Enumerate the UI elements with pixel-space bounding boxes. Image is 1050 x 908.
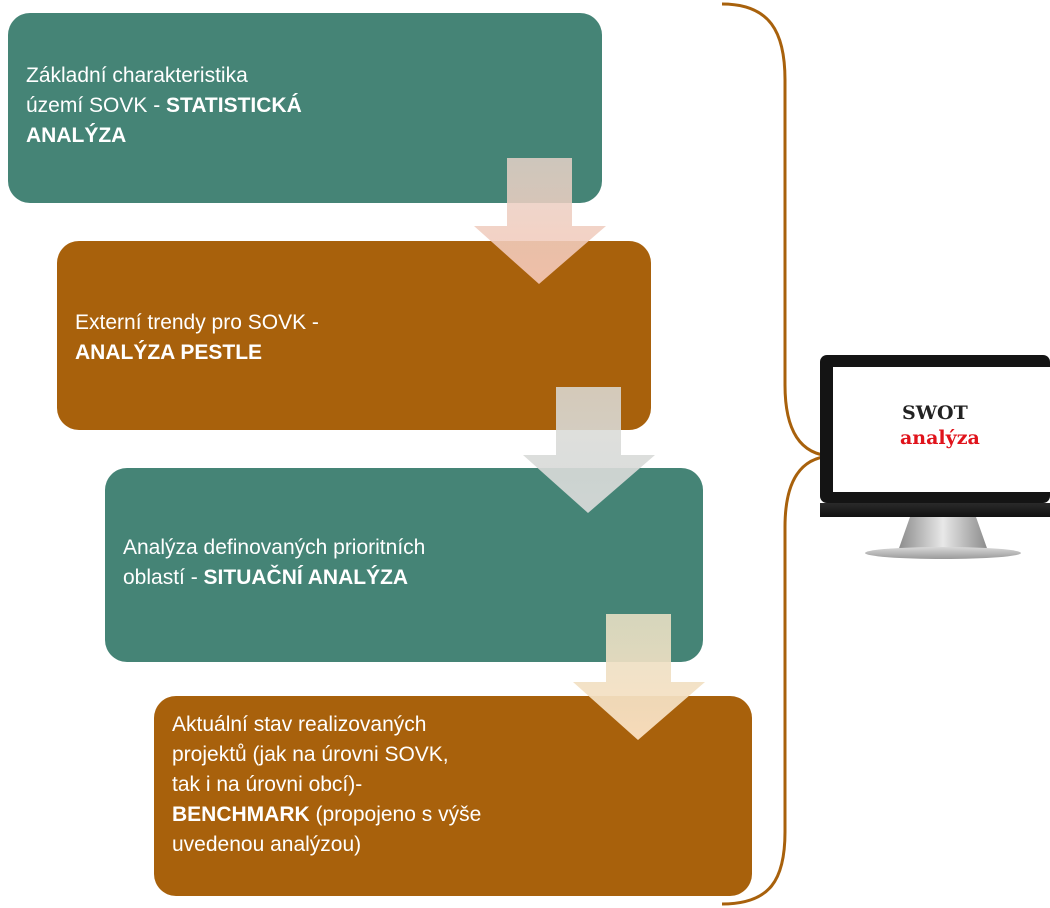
monitor-illustration: SWOT analýza (818, 355, 1050, 565)
step-4-line-3: tak i na úrovni obcí)- (172, 773, 363, 796)
step-4-bold: BENCHMARK (172, 803, 310, 826)
step-box-statistical-analysis: Základní charakteristika území SOVK - ST… (8, 13, 602, 203)
monitor-title: SWOT (902, 402, 968, 424)
monitor-subtitle: analýza (900, 427, 980, 449)
step-3-line-1: Analýza definovaných prioritních (123, 536, 426, 559)
down-arrow-3 (573, 614, 705, 740)
monitor-icon (820, 355, 1050, 559)
step-box-situation-analysis: Analýza definovaných prioritních oblastí… (105, 468, 703, 662)
down-arrow-1 (474, 158, 606, 284)
step-1-line-2: území SOVK - (26, 94, 167, 117)
step-4-line-2: projektů (jak na úrovni SOVK, (172, 743, 449, 766)
step-1-line-1: Základní charakteristika (26, 64, 248, 87)
step-4-line-1: Aktuální stav realizovaných (172, 713, 427, 736)
step-box-benchmark: Aktuální stav realizovaných projektů (ja… (154, 696, 752, 896)
step-2-line-1: Externí trendy pro SOVK - (75, 311, 319, 334)
down-arrow-2 (523, 387, 655, 513)
step-2-bold: ANALÝZA PESTLE (75, 341, 263, 364)
step-3-line-2: oblastí - (123, 566, 204, 589)
step-1-bold-1: STATISTICKÁ (166, 94, 302, 117)
step-3-bold: SITUAČNÍ ANALÝZA (203, 566, 409, 589)
step-4-line-5: uvedenou analýzou) (172, 833, 362, 856)
step-4-line-4: (propojeno s výše (309, 803, 482, 826)
step-1-bold-2: ANALÝZA (26, 124, 127, 147)
